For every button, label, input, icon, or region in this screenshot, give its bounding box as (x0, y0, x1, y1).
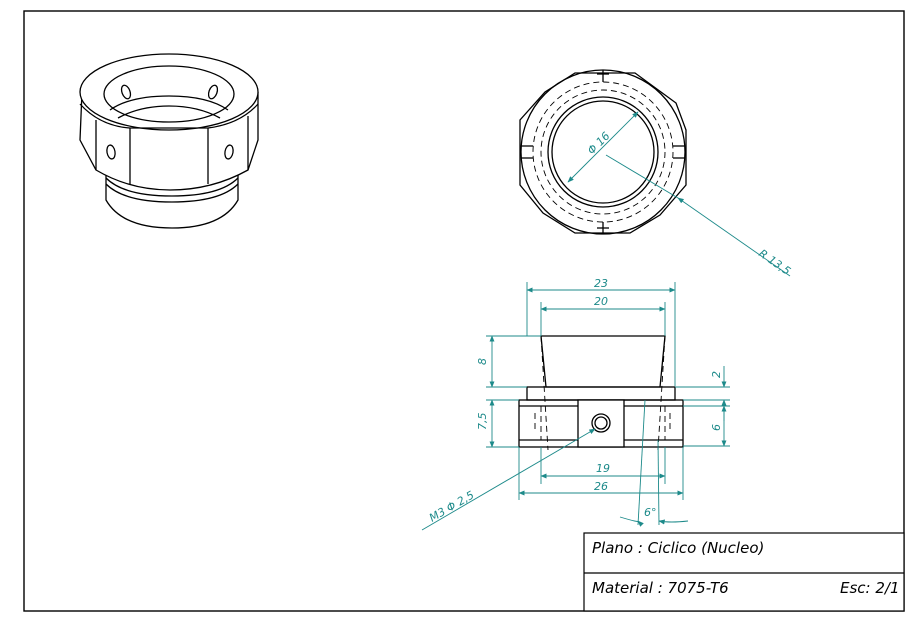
dim-width-20: 20 (594, 295, 608, 308)
isometric-view (79, 53, 259, 229)
title-escala: Esc: 2/1 (840, 579, 900, 597)
dim-width-23: 23 (594, 277, 608, 290)
dim-height-8: 8 (476, 358, 489, 365)
title-block: Plano : Ciclico (Nucleo) Material : 7075… (583, 532, 905, 612)
dim-angle-6: 6° (644, 506, 657, 519)
title-plano: Plano : Ciclico (Nucleo) (592, 539, 764, 557)
dim-width-19: 19 (596, 462, 610, 475)
dim-height-6: 6 (710, 424, 723, 431)
dim-height-2: 2 (710, 371, 723, 378)
dim-height-7-5: 7,5 (476, 413, 489, 431)
dim-width-26: 26 (594, 480, 608, 493)
title-material: Material : 7075-T6 (592, 579, 729, 597)
sheet-border (23, 10, 905, 612)
dim-diameter-16: Φ 16 (585, 129, 613, 157)
front-view: 23 20 8 7,5 2 6 19 26 (421, 277, 730, 531)
top-view: Φ 16 R 13,5 (519, 69, 793, 278)
dim-thread-m3: M3 Φ 2,5 (427, 489, 476, 525)
dim-radius-13-5: R 13,5 (756, 247, 793, 278)
